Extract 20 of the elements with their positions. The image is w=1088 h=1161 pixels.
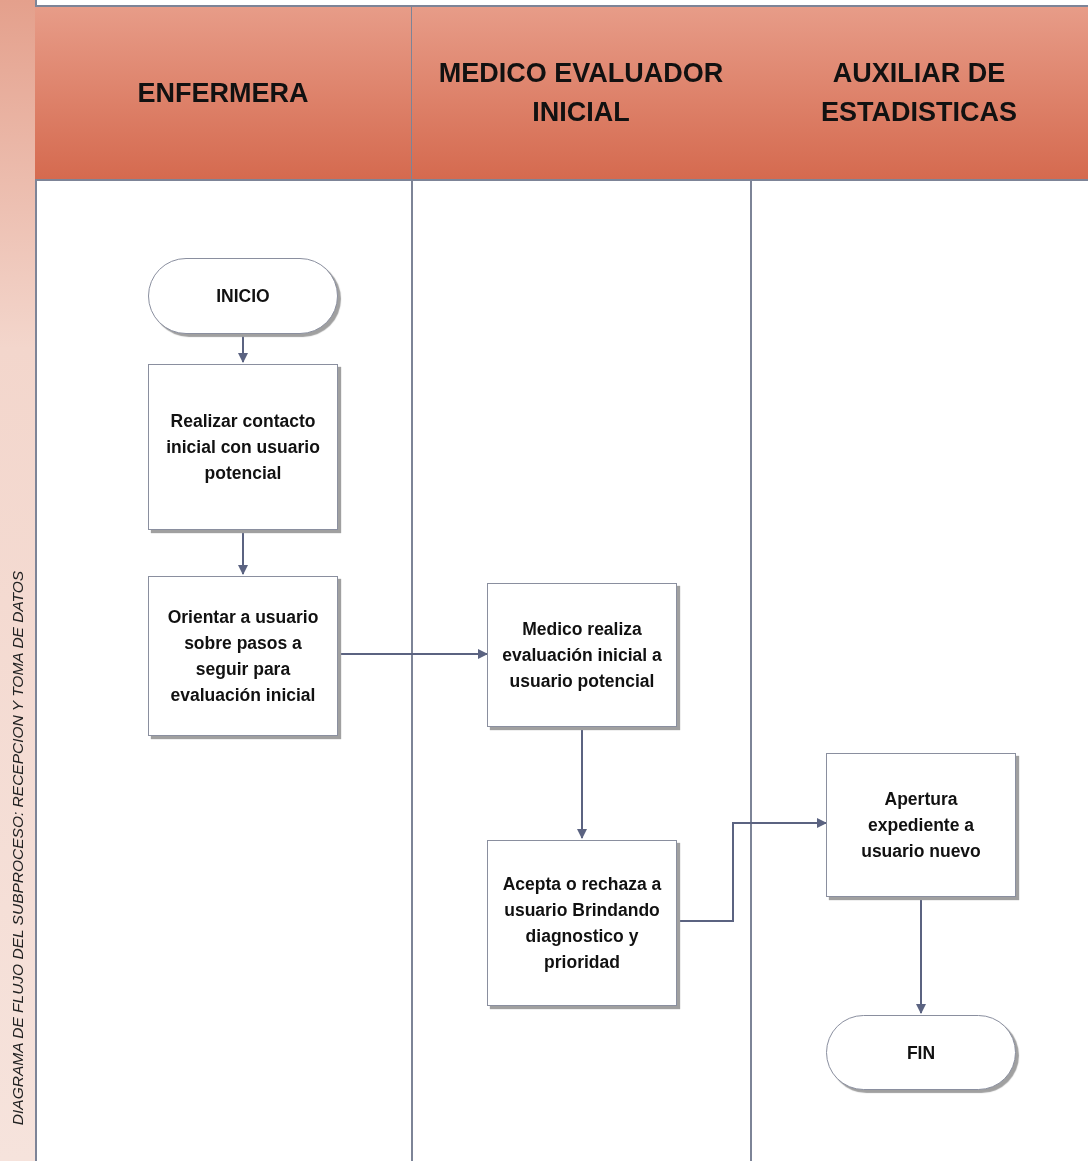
terminal-shape: FIN	[826, 1015, 1016, 1090]
arrow	[238, 527, 248, 575]
terminal-shape: INICIO	[148, 258, 338, 334]
lane-header: AUXILIAR DE ESTADISTICAS	[750, 7, 1088, 181]
process-box: Apertura expediente a usuario nuevo	[826, 753, 1016, 897]
arrow	[337, 649, 488, 659]
lane-header: MEDICO EVALUADOR INICIAL	[412, 7, 750, 181]
arrow	[577, 724, 587, 839]
band-label: DIAGRAMA DE FLUJO DEL SUBPROCESO: RECEPCION Y TOMA DE DATOS	[8, 570, 27, 1125]
arrow	[238, 331, 248, 363]
title-band	[0, 0, 37, 1161]
swimlane	[35, 5, 413, 1161]
arrow	[916, 894, 926, 1014]
process-box: Acepta o rechaza a usuario Brindando diagnostico y prioridad	[487, 840, 677, 1006]
process-box: Orientar a usuario sobre pasos a seguir para evaluación inicial	[148, 576, 338, 736]
process-box: Realizar contacto inicial con usuario potencial	[148, 364, 338, 530]
process-box: Medico realiza evaluación inicial a usuario potencial	[487, 583, 677, 727]
lane-header: ENFERMERA	[35, 7, 411, 181]
swimlane	[412, 5, 752, 1161]
arrow	[676, 818, 827, 922]
